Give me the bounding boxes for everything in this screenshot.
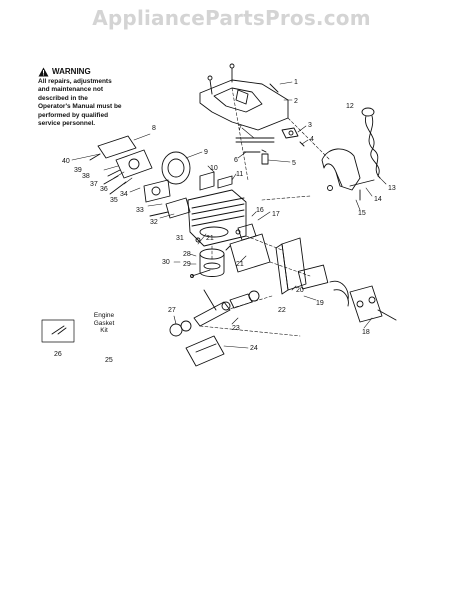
callout-7: 7 (238, 125, 242, 132)
leader-lines (71, 81, 387, 349)
carburetor-part (89, 135, 171, 203)
cylinder-part (187, 189, 247, 247)
callout-30: 30 (162, 259, 170, 266)
callout-26: 26 (54, 351, 62, 358)
callout-11: 11 (236, 171, 243, 178)
callout-12: 12 (346, 103, 354, 110)
callout-29: 29 (183, 261, 191, 268)
callout-38: 38 (82, 173, 90, 180)
callout-2: 2 (294, 98, 298, 105)
muffler-part (275, 237, 397, 323)
callout-1: 1 (294, 79, 298, 86)
callout-numbers: 1 2 3 4 5 6 7 8 9 10 11 12 13 14 15 16 1… (54, 79, 396, 364)
callout-22: 22 (278, 307, 286, 314)
callout-33: 33 (136, 207, 144, 214)
callout-25: 25 (105, 357, 113, 364)
callout-16: 16 (256, 207, 264, 214)
clip-part (261, 127, 305, 165)
callout-19: 19 (316, 300, 324, 307)
callout-39: 39 (74, 167, 82, 174)
intake-part (149, 197, 191, 219)
watermark: AppliancePartsPros.com (92, 6, 371, 30)
top-cover-part (199, 63, 289, 131)
callout-13: 13 (388, 185, 396, 192)
callout-10: 10 (210, 165, 218, 172)
gasket-part (225, 223, 271, 273)
engine-gasket-kit-label: Engine Gasket Kit (93, 312, 115, 334)
callout-35: 35 (110, 197, 118, 204)
callout-4: 4 (310, 136, 314, 143)
callout-31: 31 (176, 235, 184, 242)
callout-14: 14 (374, 196, 382, 203)
callout-28: 28 (183, 251, 191, 258)
callout-8: 8 (152, 125, 156, 132)
warning-heading: WARNING (52, 66, 91, 76)
handle-bar-part (321, 148, 375, 201)
callout-17: 17 (272, 211, 280, 218)
callout-21-upper: 21 (206, 235, 214, 242)
callout-34: 34 (120, 191, 128, 198)
warning-box: WARNING All repairs, adjustments and mai… (38, 67, 122, 128)
callout-36: 36 (100, 186, 108, 193)
callout-21-lower: 21 (236, 261, 244, 268)
callout-6: 6 (234, 157, 238, 164)
callout-27: 27 (168, 307, 176, 314)
assembly-lines (199, 87, 331, 337)
warning-triangle-icon (38, 67, 49, 77)
warning-text: All repairs, adjustments and maintenance… (38, 78, 122, 128)
callout-3: 3 (308, 122, 312, 129)
callout-37: 37 (90, 181, 98, 188)
callout-40: 40 (62, 158, 70, 165)
crankshaft-part (169, 289, 260, 367)
warning-heading-row: WARNING (38, 67, 122, 77)
piston-part (190, 248, 225, 278)
callout-5: 5 (292, 160, 296, 167)
callout-18: 18 (362, 329, 370, 336)
callout-20: 20 (296, 287, 304, 294)
rod-part (235, 137, 275, 153)
callout-15: 15 (358, 210, 366, 217)
callout-24: 24 (250, 345, 258, 352)
callout-23: 23 (232, 325, 240, 332)
callout-9: 9 (204, 149, 208, 156)
callout-32: 32 (150, 219, 158, 226)
tool-part (41, 319, 75, 343)
flywheel-part (161, 151, 233, 191)
ignition-wires-part (361, 107, 381, 179)
